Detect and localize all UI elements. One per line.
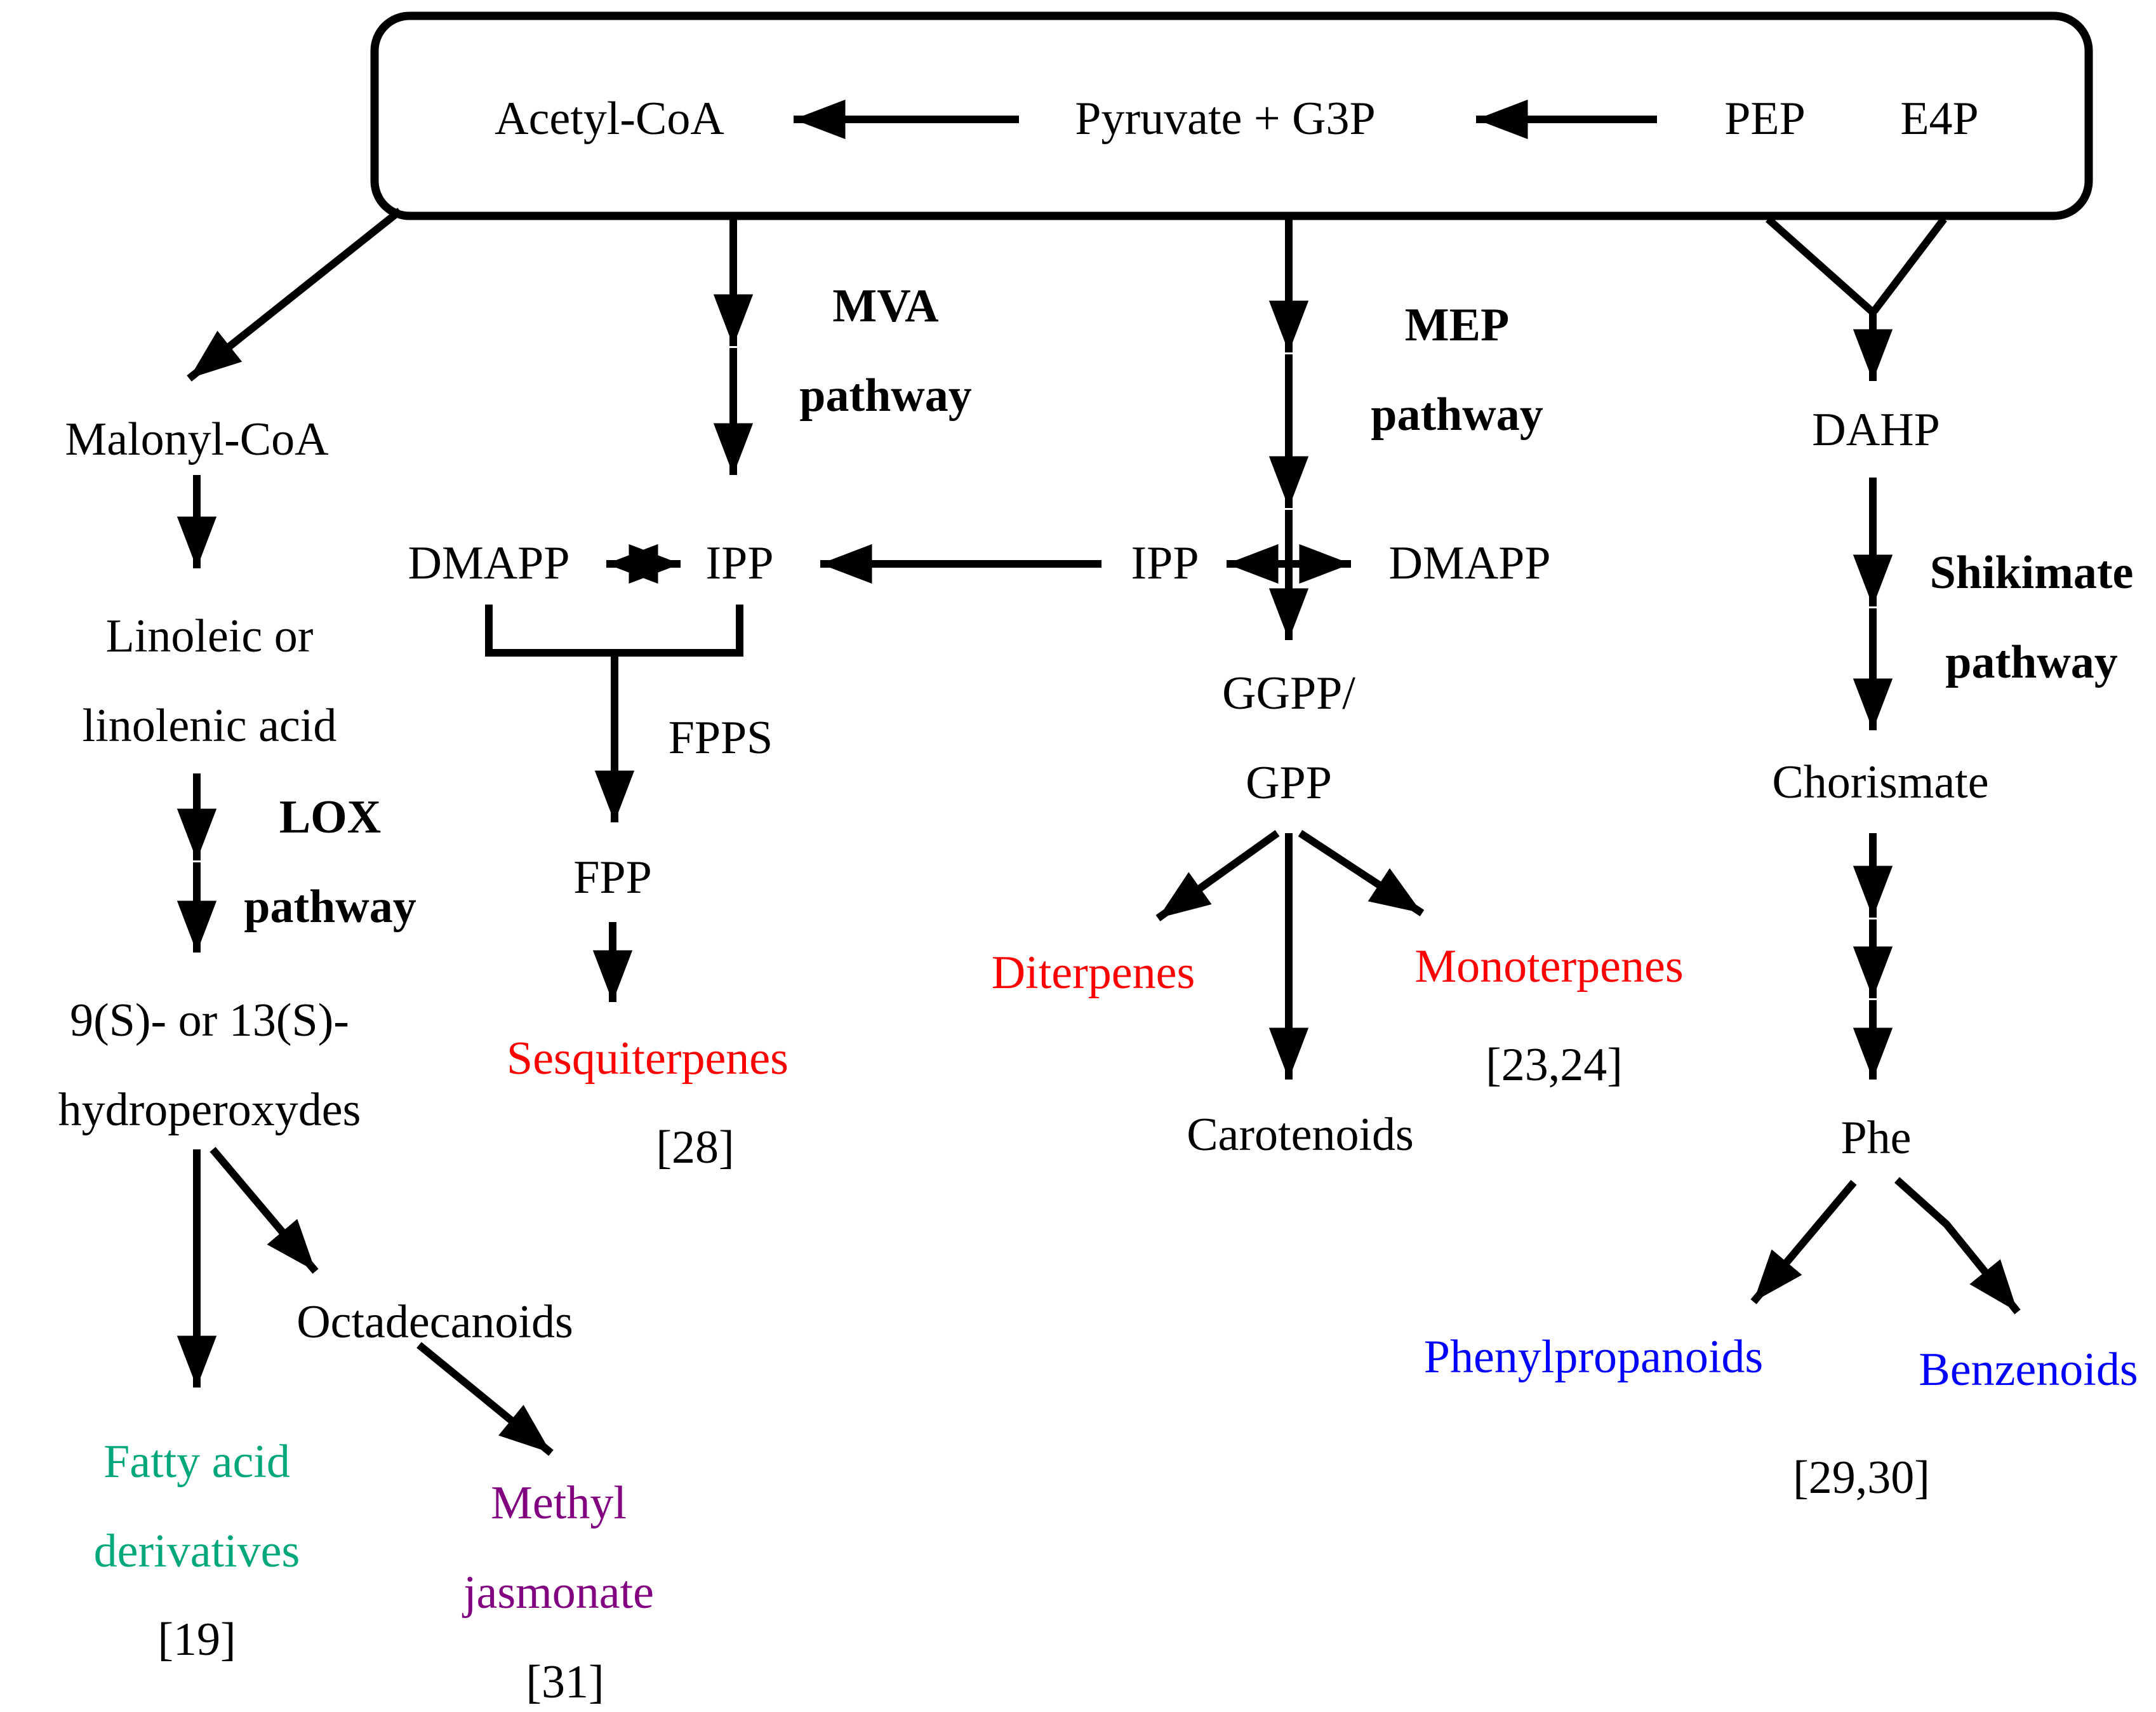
- node-ipp-mep: IPP: [1131, 537, 1199, 589]
- ref-phenylpropanoids-benzenoids: [29,30]: [1793, 1452, 1930, 1504]
- arrow-hydro-to-octadecanoids: [210, 1147, 319, 1274]
- node-phe: Phe: [1840, 1112, 1912, 1164]
- arrow-gpp-to-diterpenes: [1155, 830, 1280, 921]
- node-ipp-mva: IPP: [705, 537, 774, 589]
- label-mep-pathway: MEP pathway: [1371, 299, 1543, 441]
- ref-monoterpenes: [23,24]: [1486, 1039, 1623, 1091]
- ref-methyl-jasmonate: [31]: [526, 1656, 604, 1708]
- arrow-box-to-malonyl: [187, 208, 403, 382]
- node-sesquiterpenes: Sesquiterpenes: [507, 1033, 789, 1085]
- label-lox-pathway: LOX pathway: [244, 791, 416, 933]
- node-pyruvate-g3p: Pyruvate + G3P: [1075, 93, 1376, 145]
- label-shikimate-pathway: Shikimate pathway: [1929, 547, 2134, 688]
- arrow-phe-to-benzenoids: [1894, 1177, 2021, 1314]
- node-malonyl-coa: Malonyl-CoA: [65, 413, 329, 465]
- ref-fatty-acid-derivatives: [19]: [157, 1614, 236, 1666]
- ref-sesquiterpenes: [28]: [656, 1121, 735, 1174]
- line-pep-branch: [1766, 216, 1874, 314]
- node-acetyl-coa: Acetyl-CoA: [495, 93, 724, 145]
- node-octadecanoids: Octadecanoids: [296, 1296, 573, 1348]
- arrow-phe-to-phenylpropanoids: [1750, 1180, 1857, 1304]
- node-dmapp-mva: DMAPP: [408, 537, 570, 589]
- node-e4p: E4P: [1900, 93, 1979, 145]
- arrow-octadecanoids-to-methyljasmonate: [416, 1342, 554, 1456]
- node-benzenoids: Benzenoids: [1919, 1344, 2138, 1396]
- node-pep: PEP: [1724, 93, 1806, 145]
- node-hydroperoxydes: 9(S)- or 13(S)- hydroperoxydes: [58, 994, 361, 1136]
- node-chorismate: Chorismate: [1772, 756, 1989, 808]
- node-linoleic-acid: Linoleic or linolenic acid: [82, 610, 337, 752]
- label-fpps: FPPS: [668, 712, 773, 764]
- node-methyl-jasmonate: Methyl jasmonate: [463, 1477, 655, 1619]
- node-dmapp-mep: DMAPP: [1388, 537, 1551, 589]
- node-phenylpropanoids: Phenylpropanoids: [1423, 1331, 1764, 1383]
- line-e4p-branch: [1871, 217, 1947, 314]
- node-ggpp-gpp: GGPP/ GPP: [1222, 667, 1355, 809]
- label-mva-pathway: MVA pathway: [799, 280, 972, 422]
- node-diterpenes: Diterpenes: [991, 947, 1195, 999]
- node-dahp: DAHP: [1812, 404, 1940, 456]
- precursor-box-outline: [370, 11, 2093, 220]
- node-fatty-acid-derivatives: Fatty acid derivatives: [93, 1436, 300, 1577]
- node-fpp: FPP: [573, 852, 652, 904]
- node-monoterpenes: Monoterpenes: [1414, 940, 1684, 993]
- node-carotenoids: Carotenoids: [1187, 1109, 1414, 1161]
- bracket-dmapp-ipp: [485, 605, 743, 657]
- arrow-gpp-to-monoterpenes: [1298, 829, 1425, 917]
